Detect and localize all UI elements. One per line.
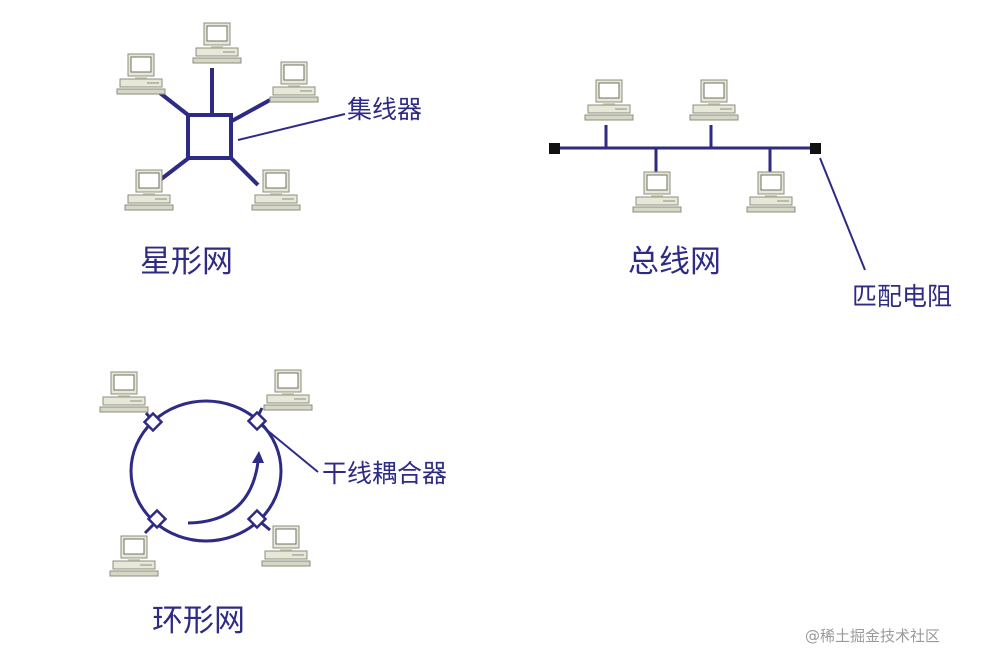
bus-title: 总线网 — [628, 244, 721, 280]
desktop-computer-icon — [263, 369, 313, 411]
desktop-computer-icon — [109, 535, 159, 577]
terminator-left — [549, 143, 560, 154]
coupler-label: 干线耦合器 — [322, 459, 447, 488]
desktop-computer-icon — [99, 371, 149, 413]
coupler-pointer-line — [261, 425, 319, 473]
hub-pointer-line — [237, 113, 346, 141]
coupler-bottom-left — [146, 508, 168, 530]
hub-label: 集线器 — [347, 95, 422, 124]
desktop-computer-icon — [192, 22, 242, 64]
desktop-computer-icon — [632, 171, 682, 213]
ring-title: 环形网 — [152, 603, 245, 639]
coupler-top-right — [246, 410, 268, 432]
star-link-5 — [228, 155, 260, 187]
desktop-computer-icon — [261, 525, 311, 567]
desktop-computer-icon — [689, 79, 739, 121]
terminator-label: 匹配电阻 — [852, 282, 952, 311]
desktop-computer-icon — [746, 171, 796, 213]
coupler-bottom-right — [246, 508, 268, 530]
ring-direction-arrow — [187, 461, 260, 525]
ring-loop — [129, 399, 283, 543]
desktop-computer-icon — [584, 79, 634, 121]
desktop-computer-icon — [251, 169, 301, 211]
desktop-computer-icon — [116, 53, 166, 95]
bus-topology: 总线网 匹配电阻 — [549, 79, 952, 311]
star-title: 星形网 — [140, 244, 233, 280]
star-topology: 集线器 星形网 — [116, 22, 422, 280]
desktop-computer-icon — [269, 61, 319, 103]
terminator-right — [810, 143, 821, 154]
star-link-4 — [158, 155, 192, 182]
coupler-top-left — [142, 411, 164, 433]
star-link-3 — [229, 98, 271, 124]
watermark: @稀土掘金技术社区 — [805, 627, 940, 645]
arrow-head-icon — [252, 451, 264, 463]
hub-box — [186, 113, 233, 160]
ring-topology: 干线耦合器 环形网 — [99, 369, 447, 639]
terminator-pointer-line — [819, 157, 866, 271]
